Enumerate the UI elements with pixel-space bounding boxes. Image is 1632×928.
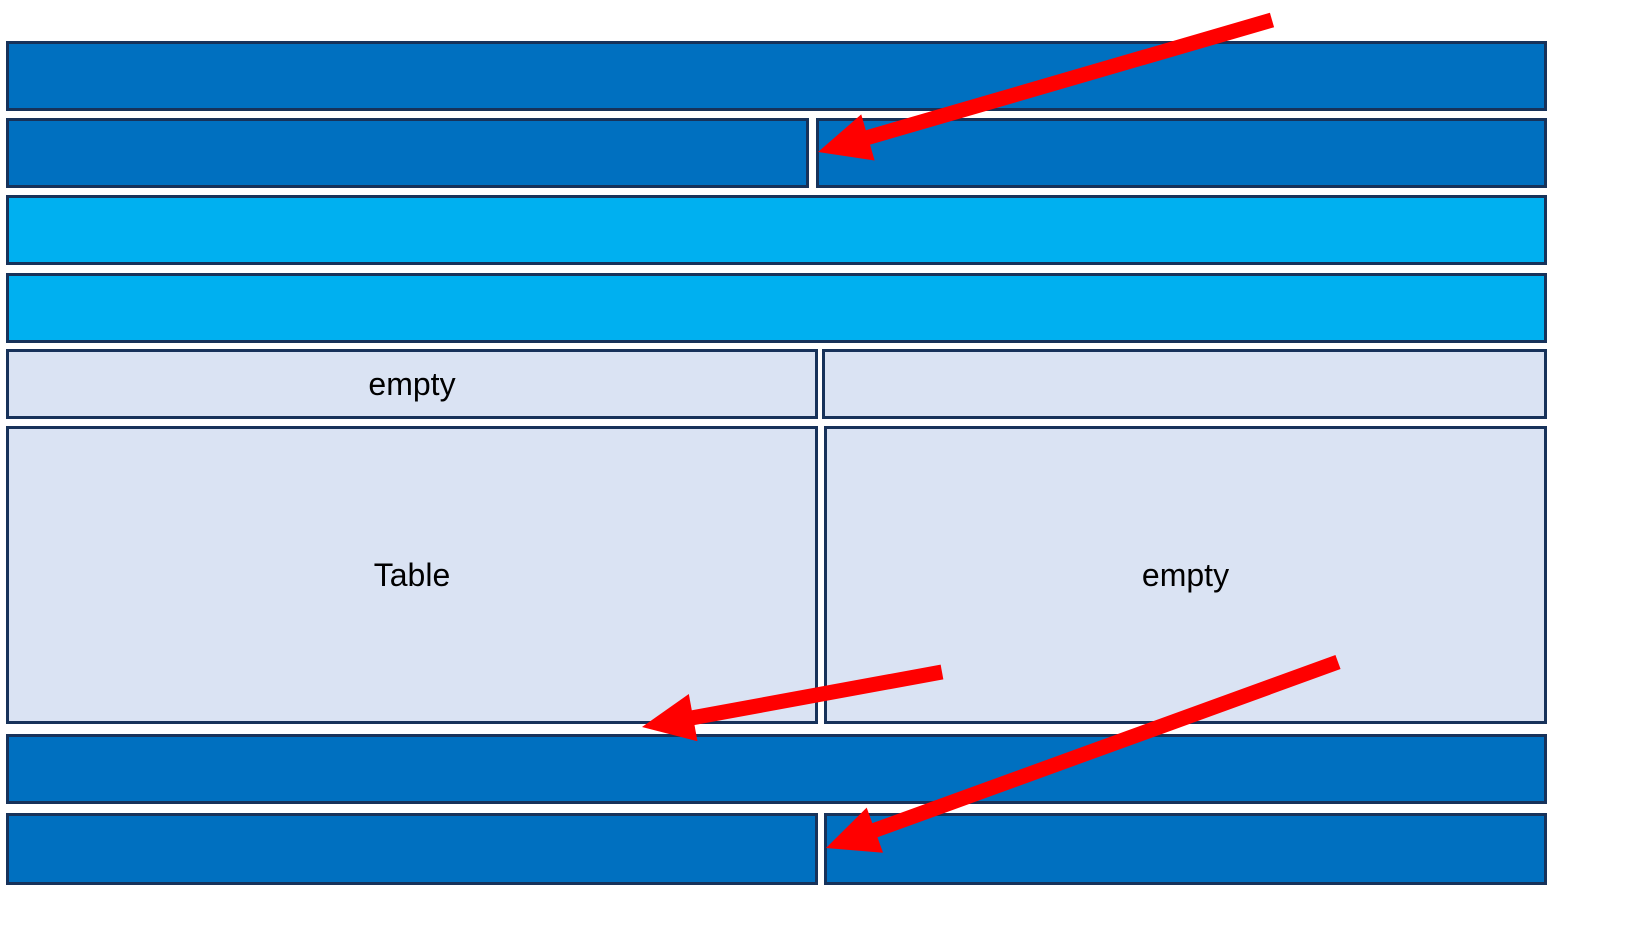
row5-right-cell xyxy=(822,349,1547,419)
row5-left-cell: empty xyxy=(6,349,818,419)
row1-band xyxy=(6,41,1547,111)
row3-band xyxy=(6,195,1547,265)
row6-left-cell: Table xyxy=(6,426,818,724)
row8-left-band xyxy=(6,813,818,885)
row2-right-band xyxy=(816,118,1547,188)
row7-band xyxy=(6,734,1547,804)
row6-left-label: Table xyxy=(373,556,451,593)
row4-band xyxy=(6,273,1547,343)
row8-right-band xyxy=(824,813,1547,885)
row2-left-band xyxy=(6,118,809,188)
row5-left-label: empty xyxy=(368,365,456,402)
row6-right-cell: empty xyxy=(824,426,1547,724)
row6-right-label: empty xyxy=(1141,556,1230,593)
